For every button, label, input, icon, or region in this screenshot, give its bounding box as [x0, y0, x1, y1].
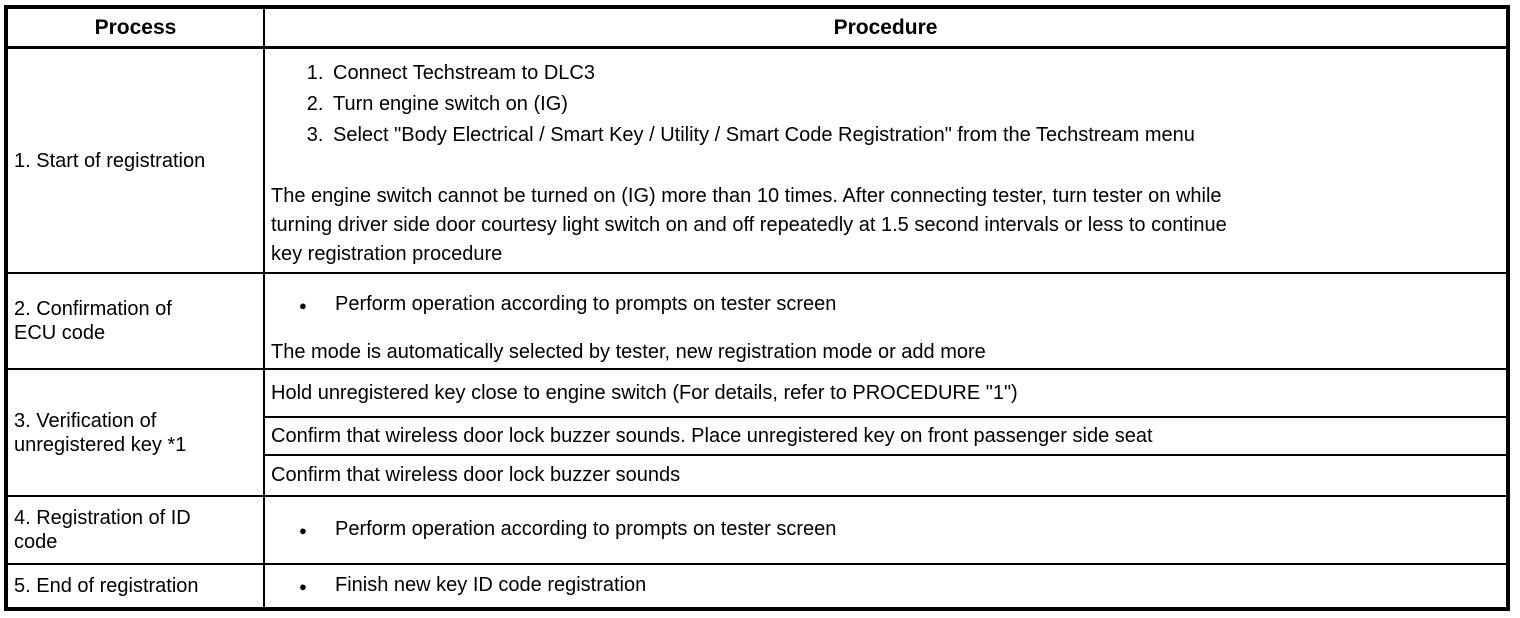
process-label-line: 1. Start of registration — [14, 149, 206, 172]
note-line: The mode is automatically selected by te… — [271, 341, 986, 363]
procedure-cell-end-of-registration: ● Finish new key ID code registration — [265, 565, 1506, 607]
bullet-text: Perform operation according to prompts o… — [335, 518, 837, 540]
subrow-text: Hold unregistered key close to engine sw… — [271, 381, 1018, 404]
process-label-line: ECU code — [14, 322, 106, 344]
step-list: Connect Techstream to DLC3 Turn engine s… — [271, 59, 1496, 150]
bullet-icon: ● — [299, 523, 307, 538]
process-cell-start-of-registration: 1. Start of registration — [8, 49, 265, 274]
bullet-item: ● Finish new key ID code registration — [271, 571, 1496, 601]
process-label-line: 2. Confirmation of — [14, 298, 172, 320]
process-label-line: 5. End of registration — [14, 575, 199, 597]
process-label-line: 3. Verification of — [14, 409, 157, 432]
bullet-icon: ● — [299, 579, 307, 594]
note-line: turning driver side door courtesy light … — [271, 214, 1227, 236]
note-paragraph: The engine switch cannot be turned on (I… — [271, 182, 1496, 269]
process-cell-end-of-registration: 5. End of registration — [8, 565, 265, 607]
process-label-line: code — [14, 531, 58, 553]
note-line: The engine switch cannot be turned on (I… — [271, 185, 1222, 207]
bullet-icon: ● — [299, 298, 307, 313]
procedure-subrow-hold-key: Hold unregistered key close to engine sw… — [265, 370, 1506, 418]
process-cell-verification-of-unregistered-key: 3. Verification of unregistered key *1 — [8, 370, 265, 497]
bullet-item: ● Perform operation according to prompts… — [271, 515, 1496, 545]
note-line: key registration procedure — [271, 243, 503, 265]
procedure-subrow-buzzer-sounds: Confirm that wireless door lock buzzer s… — [265, 456, 1506, 497]
procedure-cell-registration-of-id-code: ● Perform operation according to prompts… — [265, 497, 1506, 565]
step-item: Select "Body Electrical / Smart Key / Ut… — [329, 121, 1496, 150]
process-label-line: unregistered key *1 — [14, 433, 187, 456]
procedure-subrow-buzzer-place-key: Confirm that wireless door lock buzzer s… — [265, 418, 1506, 456]
subrow-text: Confirm that wireless door lock buzzer s… — [271, 424, 1153, 447]
procedure-cell-start-of-registration: Connect Techstream to DLC3 Turn engine s… — [265, 49, 1506, 274]
procedure-cell-confirmation-of-ecu-code: ● Perform operation according to prompts… — [265, 274, 1506, 370]
smart-code-registration-table: Process Procedure 1. Start of registrati… — [4, 5, 1510, 611]
process-cell-registration-of-id-code: 4. Registration of ID code — [8, 497, 265, 565]
bullet-item: ● Perform operation according to prompts… — [271, 290, 1496, 320]
subrow-text: Confirm that wireless door lock buzzer s… — [271, 464, 681, 486]
bullet-text: Finish new key ID code registration — [335, 574, 647, 596]
step-item: Turn engine switch on (IG) — [329, 90, 1496, 119]
bullet-text: Perform operation according to prompts o… — [335, 293, 837, 315]
process-label-line: 4. Registration of ID — [14, 507, 191, 529]
column-header-process: Process — [8, 9, 265, 49]
process-cell-confirmation-of-ecu-code: 2. Confirmation of ECU code — [8, 274, 265, 370]
step-item: Connect Techstream to DLC3 — [329, 59, 1496, 88]
column-header-procedure: Procedure — [265, 9, 1506, 49]
